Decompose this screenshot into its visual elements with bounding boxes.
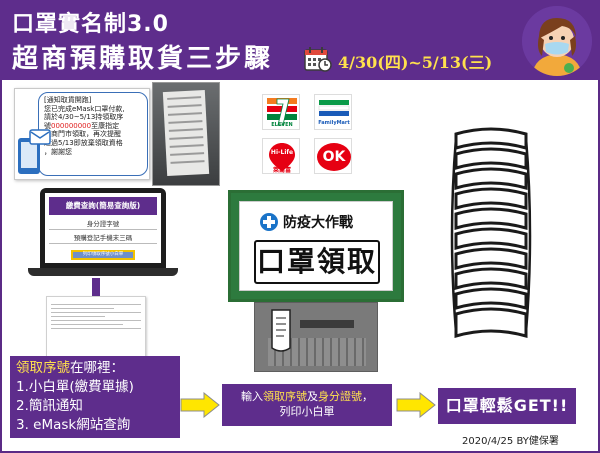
kiosk-screen: 防疫大作戰 口罩領取 bbox=[228, 190, 404, 302]
sms-message: [通知取貨開跑] 您已完成eMask口罩付款, 請於4/30~5/13持領取序 … bbox=[38, 92, 148, 176]
seven-eleven-logo: ELEVEN bbox=[262, 94, 300, 130]
id-number-field[interactable]: 身分證字號 bbox=[49, 219, 157, 230]
familymart-icon bbox=[318, 100, 350, 116]
final-get-box: 口罩輕鬆GET!! bbox=[438, 388, 576, 424]
hilife-icon bbox=[269, 143, 295, 171]
familymart-logo: FamilyMart bbox=[314, 94, 352, 130]
sms-line2: 請於4/30~5/13持領取序 bbox=[44, 113, 124, 122]
info-line4: 3. eMask網站查詢 bbox=[16, 417, 131, 433]
sms-line6: ，謝謝您 bbox=[44, 147, 72, 156]
title-line2: 超商預購取貨三步驟 bbox=[12, 44, 274, 74]
footer-credit: 2020/4/25 BY健保署 bbox=[462, 436, 559, 447]
laptop-screen: 繳費查詢(簡易查詢版) 身分證字號 預購登記手機末三碼 列印領取序號小白單 bbox=[40, 188, 166, 268]
step-input-box: 輸入領取序號及身分證號， 列印小白單 bbox=[222, 384, 392, 426]
date-range: 4/30(四)~5/13(三) bbox=[338, 53, 493, 72]
header-banner: 口罩實名制3.0 超商預購取貨三步驟 4/30(四)~5/13(三) bbox=[0, 0, 600, 80]
title-line1: 口罩實名制3.0 bbox=[12, 12, 169, 37]
seven-eleven-icon bbox=[267, 98, 297, 126]
receipt-paper bbox=[162, 89, 210, 177]
medical-plus-icon bbox=[260, 213, 278, 231]
sms-heading: [通知取貨開跑] bbox=[44, 96, 92, 104]
query-header: 繳費查詢(簡易查詢版) bbox=[49, 197, 157, 215]
hilife-text: Hi-Life bbox=[270, 149, 294, 156]
step-line1: 輸入領取序號及身分證號， bbox=[241, 390, 373, 403]
mask-pickup-button[interactable]: 口罩領取 bbox=[254, 240, 380, 284]
calendar-icon bbox=[304, 47, 332, 72]
sms-code: 000000000 bbox=[51, 121, 92, 130]
receipt-photo bbox=[152, 82, 220, 186]
info-line3: 2.簡訊通知 bbox=[16, 398, 83, 414]
receipt-icon bbox=[271, 309, 291, 352]
kiosk-display: 防疫大作戰 口罩領取 bbox=[239, 201, 393, 291]
seven-eleven-text: ELEVEN bbox=[271, 122, 293, 128]
kiosk-slot bbox=[300, 320, 354, 328]
query-page: 繳費查詢(簡易查詢版) 身分證字號 預購登記手機末三碼 列印領取序號小白單 bbox=[45, 193, 161, 263]
hilife-logo: Hi-Life 萊爾富 bbox=[262, 138, 300, 174]
sms-line4: 超商門市領取，再次提醒 bbox=[44, 130, 121, 139]
sms-line5: 超過5/13即放棄領取資格 bbox=[44, 138, 123, 147]
mascot-avatar bbox=[522, 6, 592, 76]
hilife-subtext: 萊爾富 bbox=[272, 167, 291, 174]
mascot-icon bbox=[522, 6, 592, 76]
ok-mart-text: OK bbox=[322, 149, 346, 165]
sms-line3: 號000000000至康指定 bbox=[44, 121, 120, 130]
kiosk-subtitle: 防疫大作戰 bbox=[260, 212, 380, 232]
laptop-base bbox=[28, 268, 178, 276]
step-line2: 列印小白單 bbox=[279, 405, 335, 418]
kiosk-subtitle-text: 防疫大作戰 bbox=[283, 215, 353, 231]
info-line1: 領取序號在哪裡： bbox=[16, 360, 124, 376]
phone-digits-field[interactable]: 預購登記手機末三碼 bbox=[49, 233, 157, 244]
arrow-right-icon bbox=[396, 392, 436, 418]
info-line2: 1.小白單(繳費單據) bbox=[16, 379, 134, 395]
familymart-text: FamilyMart bbox=[318, 120, 350, 126]
printed-slip bbox=[46, 296, 146, 360]
print-serial-button[interactable]: 列印領取序號小白單 bbox=[71, 250, 135, 260]
smartphone-icon bbox=[18, 129, 51, 174]
ok-mart-logo: OK bbox=[314, 138, 352, 174]
mask-stack-icon bbox=[450, 127, 532, 338]
serial-info-box: 領取序號在哪裡： 1.小白單(繳費單據) 2.簡訊通知 3. eMask網站查詢 bbox=[10, 356, 180, 438]
sms-line1: 您已完成eMask口罩付款, bbox=[44, 104, 125, 113]
ok-mart-icon bbox=[317, 143, 351, 171]
arrow-right-icon bbox=[180, 392, 220, 418]
